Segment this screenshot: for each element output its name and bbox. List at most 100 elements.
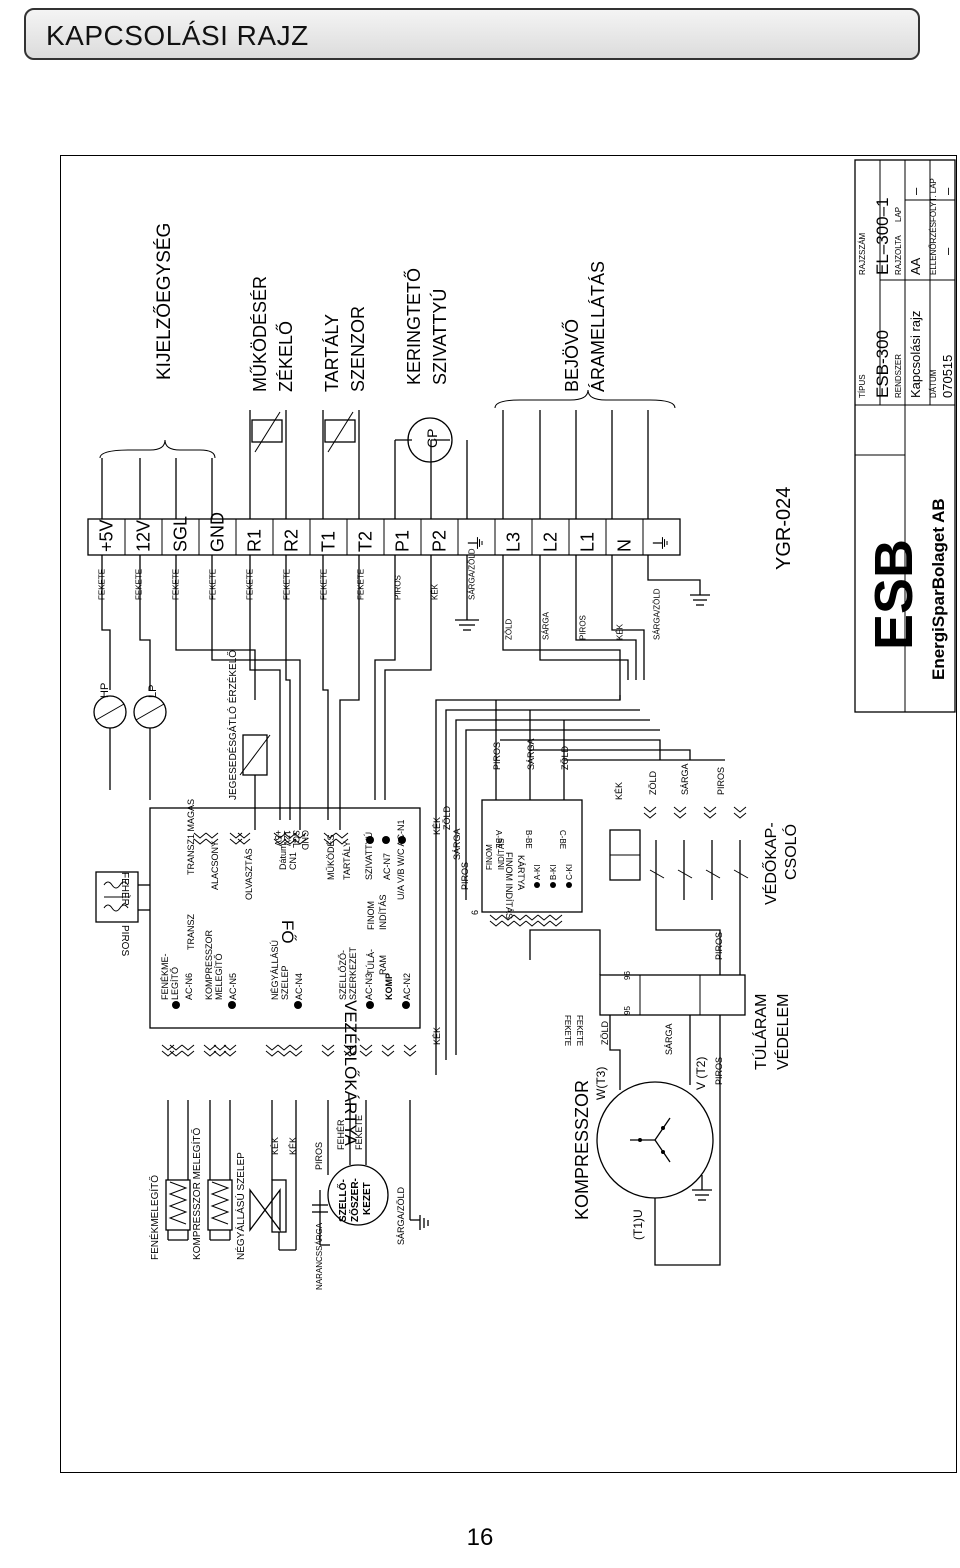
fan-wire-narancssarga: NARANCSSÁRGA xyxy=(315,1222,324,1290)
soft-start-board: FINOM INDÍTÁS KÁRTYA A-BE B-BE C-BE A-KI… xyxy=(481,700,583,919)
tb-datum-value: 070515 xyxy=(940,355,955,398)
comp-wire-piros: PIROS xyxy=(714,1057,724,1085)
terminal-v-label: V (T2) xyxy=(694,1057,708,1090)
terminal-5: R1 xyxy=(245,529,265,552)
board-connector-7 xyxy=(293,832,307,845)
pin-ac-n2-label: AC-N2 xyxy=(402,973,412,1000)
terminal-6: R2 xyxy=(282,529,302,552)
soft-start-inditas: INDÍTÁS xyxy=(497,838,506,870)
title-bar: KAPCSOLÁSI RAJZ xyxy=(24,8,920,60)
board-connector-9 xyxy=(335,832,349,845)
terminal-9: P1 xyxy=(393,530,413,552)
tb-folyt-value: – xyxy=(940,187,955,195)
lower-connector-12 xyxy=(359,1044,373,1057)
tank-sensor-label-2: SZENZOR xyxy=(348,306,368,392)
defrost-sensor-heading: MŰKÖDÉSÉR ZÉKELŐ xyxy=(249,276,296,392)
pin-tula-label: TÚLÁ- xyxy=(366,949,376,975)
top-wire-color-7: FEKETE xyxy=(320,569,329,600)
soft-start-in-color-piros: PIROS xyxy=(492,742,502,770)
tb-lap-value: – xyxy=(908,187,923,195)
lower-connector-2 xyxy=(169,1044,183,1057)
tb-rajzszam-value: EL–300–1 xyxy=(873,197,892,275)
lower-connector-7 xyxy=(265,1044,279,1057)
board-wire-kek-top: KÉK xyxy=(432,817,442,835)
contactor-wire-piros: PIROS xyxy=(716,767,726,795)
board-connector-1 xyxy=(193,832,207,845)
terminal-4: GND xyxy=(208,512,228,552)
pin-inditas-label: INDÍTÁS xyxy=(378,894,388,930)
tb-tipus-value: ESB-300 xyxy=(873,330,892,398)
supply-heading: BEJÖVŐ ÁRAMELLÁTÁS xyxy=(494,261,676,409)
bottom-heater: FENÉKMELEGÍTŐ xyxy=(147,1100,191,1260)
tb-rendszer-value: Kapcsolási rajz xyxy=(908,311,923,398)
display-unit-leads xyxy=(101,458,213,519)
transz-label: TRANSZ xyxy=(186,913,196,950)
soft-start-out-a: A-KI xyxy=(533,864,542,880)
overload-96: 96 xyxy=(623,971,632,980)
tb-datum-label: DÁTUM xyxy=(929,369,938,398)
earth-symbol-top xyxy=(455,619,479,631)
display-unit-label: KIJELZŐEGYSÉG xyxy=(153,223,175,380)
comp-wire-zold: ZÖLD xyxy=(600,1020,610,1045)
tb-rendszer-label: RENDSZER xyxy=(894,354,903,398)
fan-wire-fekete: FEKETE xyxy=(354,1115,364,1150)
lower-connector-4 xyxy=(203,1044,217,1057)
terminal-10: P2 xyxy=(430,530,450,552)
lower-connector-11 xyxy=(343,1044,357,1057)
terminal-8: T2 xyxy=(356,531,376,552)
soft-start-out-c: C-KI xyxy=(565,864,574,880)
datum-label: Dátum xyxy=(278,843,288,870)
main-board-label-2: FŐ xyxy=(278,920,297,944)
fan-wire-feher: FEHÉR xyxy=(336,1119,346,1150)
supply-lines xyxy=(502,410,649,519)
soft-start-in-c: C-BE xyxy=(558,830,567,849)
contactor-wire-sarga: SÁRGA xyxy=(680,763,690,795)
fan-motor: SZELLŐ- ZŐSZER- KEZET PIROS FEHÉR FEKETE… xyxy=(312,1100,429,1290)
supply-wire-color-1: ZÖLD xyxy=(505,618,514,640)
top-wire-color-9: PIROS xyxy=(394,575,403,600)
transformer-red-label: PIROS xyxy=(119,925,130,956)
low-pressure-switch: LP xyxy=(133,685,167,800)
valve-wire-kek-1: KÉK xyxy=(270,1137,280,1155)
bottom-heater-label: FENÉKMELEGÍTŐ xyxy=(147,1175,161,1260)
pin-szivattyu-label: SZIVATTYÚ xyxy=(364,832,374,880)
overload-fekete-2: FEKETE xyxy=(563,1015,572,1046)
soft-start-connector-6 xyxy=(549,914,563,927)
page-title: KAPCSOLÁSI RAJZ xyxy=(46,20,309,51)
lower-connector-10 xyxy=(321,1044,335,1057)
pin-negy-label-2: SZELEP xyxy=(280,965,290,1000)
fan-label-2: ZŐSZER- xyxy=(348,1178,361,1222)
overcurrent-label-2: VÉDELEM xyxy=(773,994,792,1070)
overload-95: 95 xyxy=(623,1006,632,1015)
overcurrent-label-1: TÚLÁRAM xyxy=(751,994,770,1070)
fan-label-1: SZELLŐ- xyxy=(336,1179,349,1222)
tb-folyt-label: FOLYT. LAP xyxy=(929,178,938,222)
four-way-valve: NÉGYÁLLÁSÚ SZELEP KÉK KÉK xyxy=(234,1100,298,1260)
top-wire-color-6: FEKETE xyxy=(283,569,292,600)
compressor-label: KOMPRESSZOR xyxy=(572,1080,592,1220)
soft-start-in-a: A-BE xyxy=(494,830,503,849)
soft-start-in-b: B-BE xyxy=(524,830,533,849)
main-control-board: VEZÉRLŐKÁRTYA FŐ FEHÉR PIROS TRANSZ1 MAG… xyxy=(95,799,421,1146)
contactor-connector-1 xyxy=(643,806,657,819)
pump-label-2: SZIVATTYÚ xyxy=(429,289,450,385)
terminal-15: N xyxy=(615,539,635,552)
supply-wire-color-4: KÉK xyxy=(616,623,625,640)
tb-ellenorzes-value: – xyxy=(940,247,955,255)
board-wire-kek: KÉK xyxy=(432,1027,442,1045)
pin-ac-n5-label: AC-N5 xyxy=(228,973,238,1000)
pin-ac-n3-label: AC-N3 xyxy=(364,973,374,1000)
board-connector-2 xyxy=(205,832,219,845)
pin-ac-n6-label: AC-N6 xyxy=(184,973,194,1000)
tb-tipus-label: TÍPUS xyxy=(858,374,867,398)
anti-freeze-sensor: JEGESEDÉSGÁTLÓ ÉRZÉKELŐ xyxy=(225,650,271,830)
terminal-13: L2 xyxy=(541,532,561,552)
model-code-label: YGR-024 xyxy=(773,487,795,570)
hp-label: HP xyxy=(99,683,111,698)
contactor-wire-zold: ZÖLD xyxy=(648,770,658,795)
lower-connector-6 xyxy=(223,1044,237,1057)
pin-negy-label-1: NÉGYÁLLÁSÚ xyxy=(270,940,280,1000)
pin-szello-label-2: SZERKEZET xyxy=(348,946,358,1000)
